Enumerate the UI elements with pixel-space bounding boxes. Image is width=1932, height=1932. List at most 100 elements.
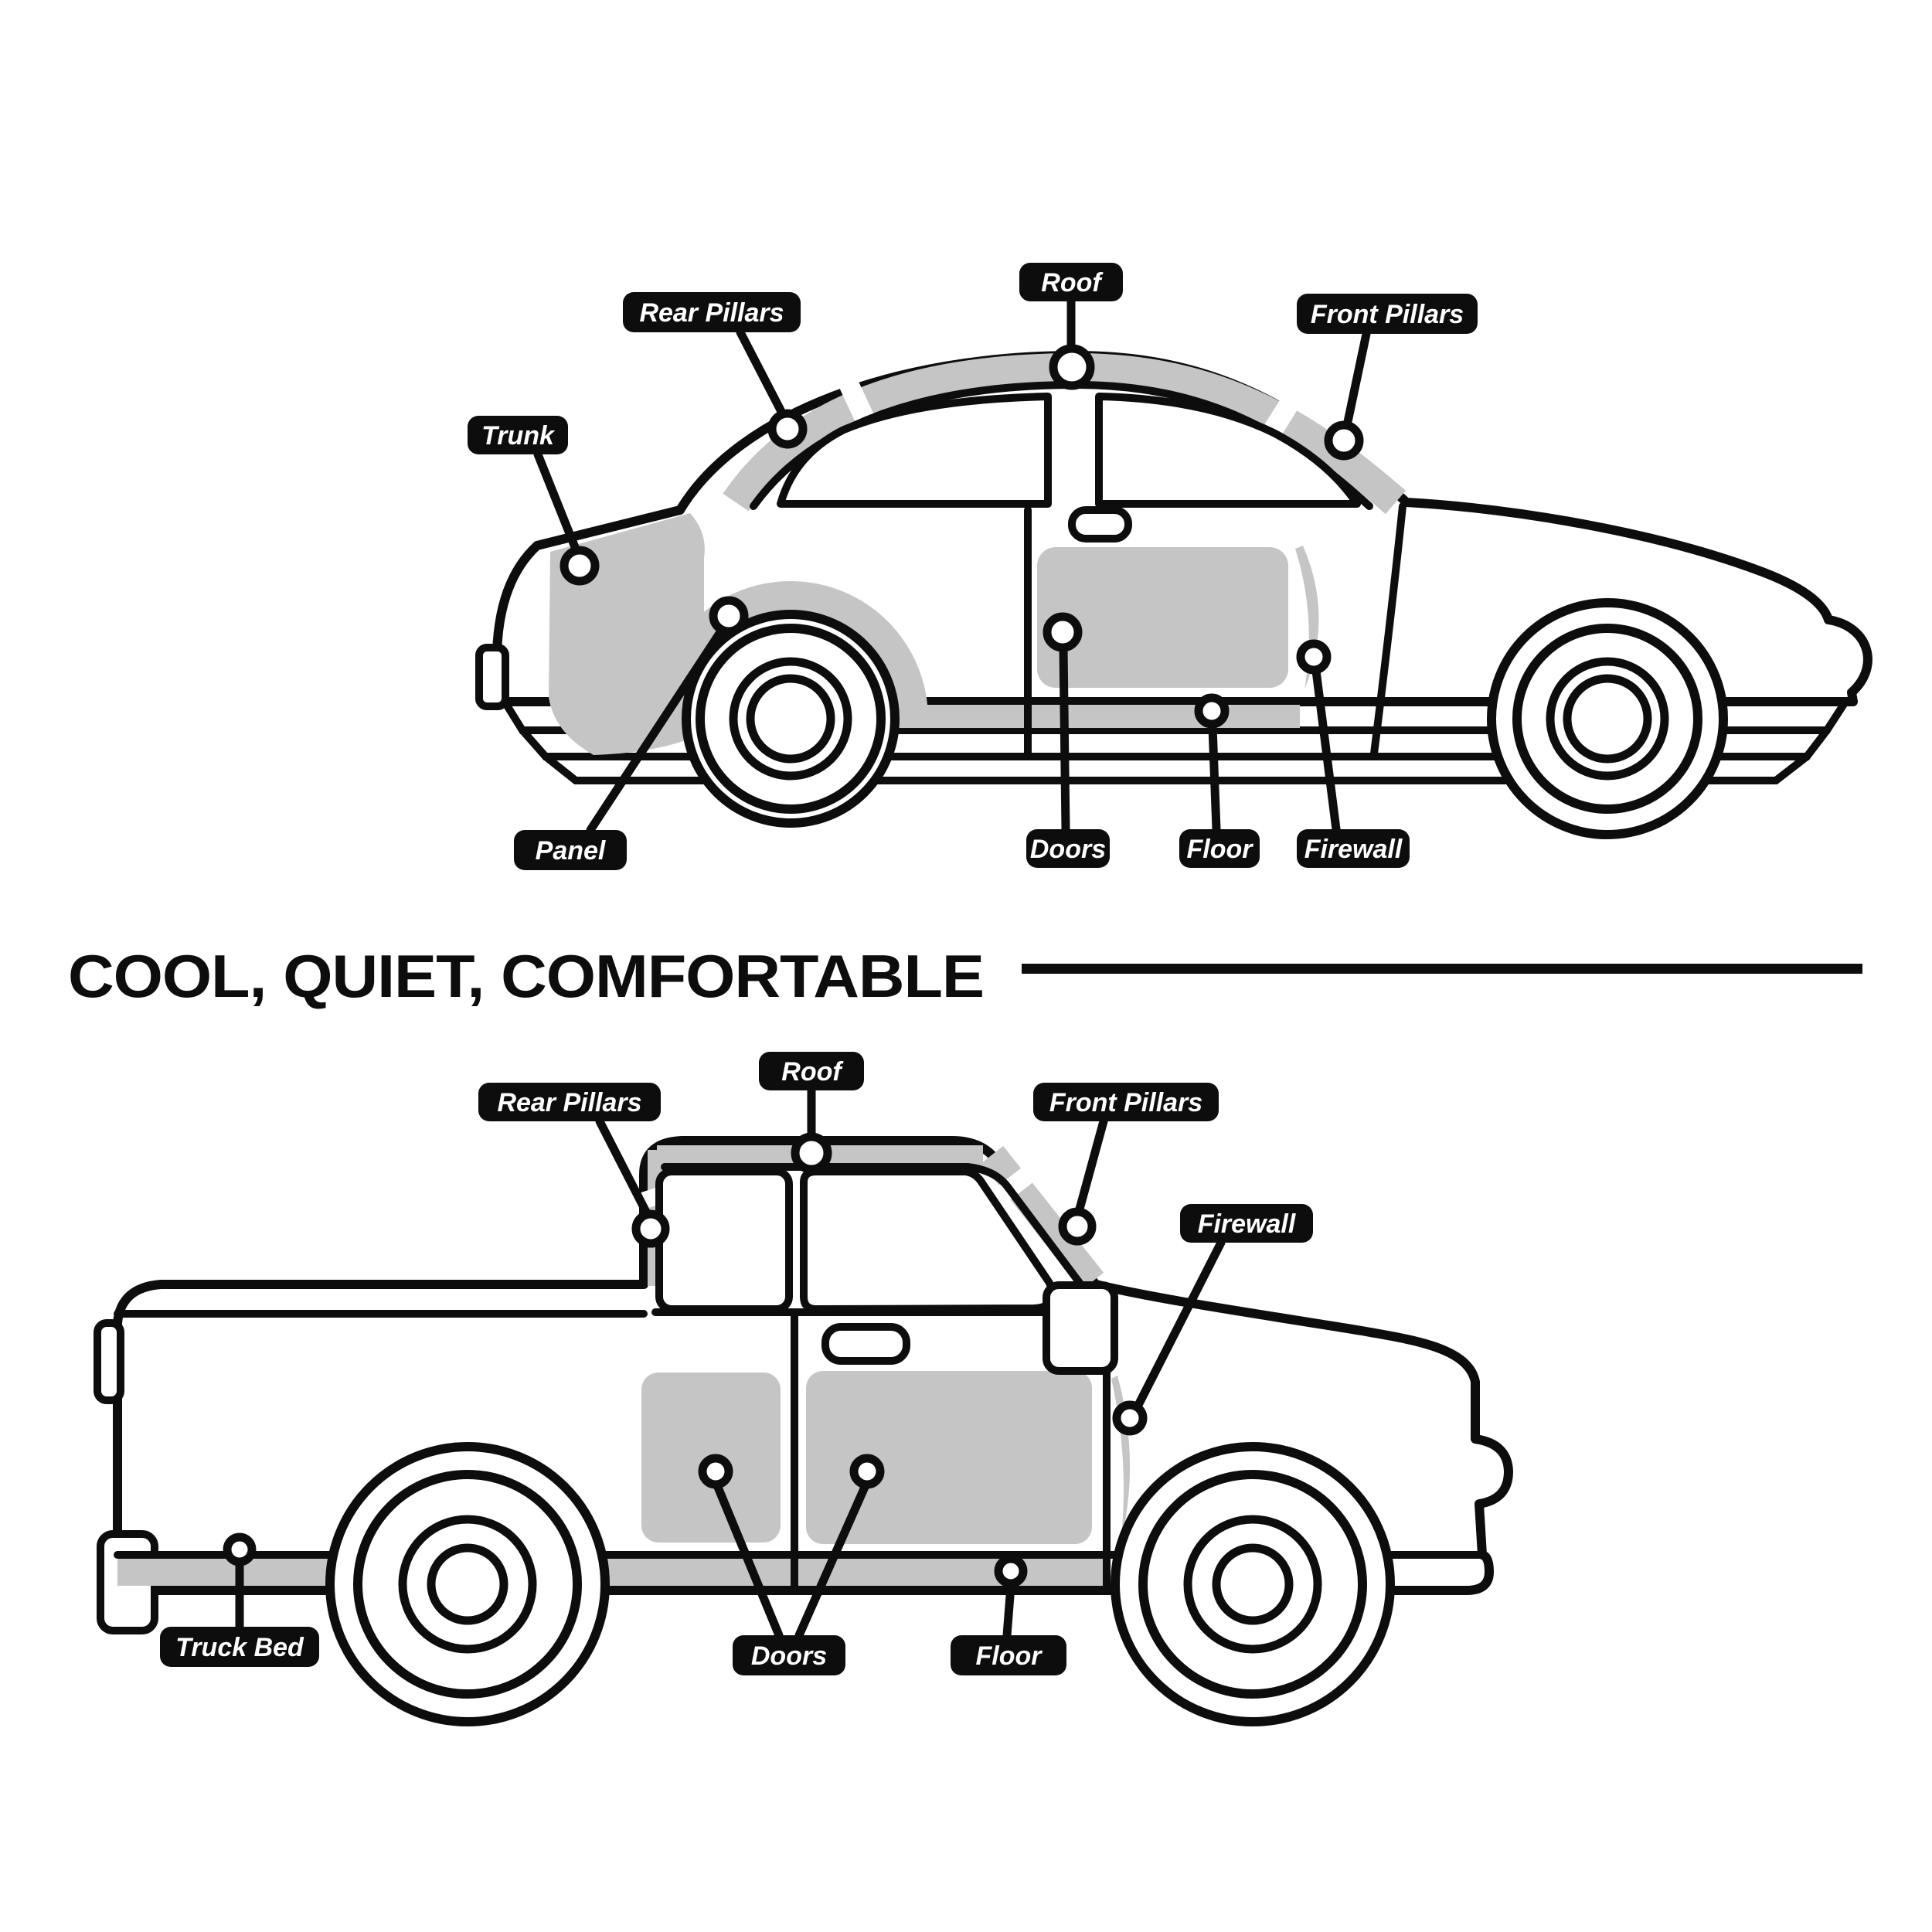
section-headline: COOL, QUIET, COMFORTABLE (68, 942, 984, 1010)
callout-line-firewall (1311, 666, 1341, 834)
truck-rear-window (655, 1168, 793, 1313)
callout-label-truck-bed: Truck Bed (175, 1633, 304, 1662)
callout-front-pillars: Front Pillars (1033, 1083, 1219, 1246)
callout-label-front-pillars: Front Pillars (1311, 300, 1464, 329)
callout-box-firewall (1297, 829, 1410, 868)
callout-floor: Floor (1179, 693, 1260, 868)
callout-label-doors: Doors (751, 1641, 827, 1671)
callout-line-trunk (533, 450, 583, 560)
truck-front-door-shading (806, 1371, 1092, 1544)
callout-box-floor (951, 1635, 1066, 1675)
truck-front-pillar-shading (981, 1145, 1104, 1291)
callout-box-doors (1026, 829, 1110, 868)
callout-label-trunk: Trunk (481, 421, 556, 451)
callout-firewall: Firewall (1296, 639, 1410, 868)
callout-point-rear-pillars (631, 1209, 670, 1248)
callout-line-floor (1208, 722, 1221, 834)
sedan-front-wheel (1487, 598, 1728, 839)
callout-box-firewall (1180, 1204, 1313, 1243)
callout-box-front-pillars (1297, 294, 1478, 334)
callout-floor: Floor (951, 1554, 1066, 1675)
callout-label-rear-pillars: Rear Pillars (639, 298, 784, 328)
callout-rear-pillars: Rear Pillars (623, 292, 808, 449)
callout-point-truck-bed (223, 1532, 257, 1566)
truck-door-handle (821, 1323, 910, 1365)
truck-front-wheel (1111, 1442, 1395, 1726)
sedan-door-handle (1068, 506, 1132, 543)
callout-point-floor (1194, 693, 1230, 729)
callout-line-firewall (1131, 1238, 1226, 1414)
callout-point-doors (849, 1454, 885, 1489)
callout-line-front-pillars (1341, 329, 1371, 437)
callout-box-panel (514, 830, 627, 870)
truck-bed-handle (94, 1319, 124, 1404)
callout-doors: Doors (1026, 612, 1110, 868)
callout-box-trunk (468, 416, 568, 454)
callout-firewall: Firewall (1112, 1204, 1313, 1436)
callout-label-firewall: Firewall (1198, 1209, 1297, 1239)
callout-rear-pillars: Rear Pillars (478, 1083, 670, 1248)
callout-box-rear-pillars (478, 1083, 661, 1121)
callout-box-roof (1019, 263, 1123, 301)
callout-label-doors: Doors (1030, 835, 1106, 864)
sedan-door-shading (1037, 547, 1288, 688)
callout-point-doors (698, 1454, 733, 1489)
callout-point-panel (709, 596, 749, 636)
callout-line-floor (1002, 1581, 1015, 1640)
callout-roof: Roof (1019, 263, 1123, 390)
callout-roof: Roof (759, 1052, 864, 1174)
callout-box-front-pillars (1033, 1083, 1219, 1121)
sedan-front-window (1095, 393, 1361, 508)
callout-front-pillars: Front Pillars (1297, 294, 1478, 461)
callout-point-rear-pillars (767, 409, 808, 449)
callout-label-roof: Roof (1041, 268, 1104, 298)
truck-roof-inner-line (661, 1163, 1086, 1290)
callout-box-doors (733, 1635, 845, 1675)
callout-point-trunk (560, 546, 600, 586)
truck-rocker-shading (117, 1555, 1108, 1586)
sedan-rear-wheel (682, 610, 900, 828)
callout-label-firewall: Firewall (1304, 835, 1403, 864)
callout-point-front-pillars (1324, 420, 1364, 461)
callout-label-panel: Panel (536, 836, 607, 866)
callout-label-floor: Floor (976, 1641, 1043, 1671)
callout-truck-bed: Truck Bed (160, 1532, 319, 1667)
sedan-rocker-shading (889, 705, 1300, 728)
sedan-rear-bumper (475, 644, 509, 710)
callout-point-roof (1049, 344, 1095, 390)
callout-line-front-pillars (1074, 1117, 1108, 1216)
callout-line-rear-pillars (736, 328, 792, 428)
callout-line-rear-pillars (595, 1117, 652, 1219)
truck-side-mirror (1043, 1281, 1118, 1375)
sedan-rear-window (777, 393, 1052, 508)
callout-line-doors (1059, 643, 1070, 834)
sedan-skirt-line (501, 698, 1849, 734)
sedan-door-front-edge (1370, 502, 1406, 757)
callout-label-front-pillars: Front Pillars (1049, 1088, 1202, 1117)
callout-label-rear-pillars: Rear Pillars (497, 1088, 641, 1117)
sedan-skirt-line (542, 753, 1811, 784)
callout-label-floor: Floor (1187, 835, 1254, 864)
callout-line-doors (713, 1481, 784, 1640)
callout-trunk: Trunk (468, 416, 600, 586)
callout-point-doors (1043, 612, 1083, 652)
callout-box-floor (1179, 829, 1260, 868)
callout-box-rear-pillars (623, 292, 801, 332)
callout-box-truck-bed (160, 1627, 319, 1667)
callout-point-floor (994, 1554, 1028, 1588)
callout-doors: Doors (698, 1454, 885, 1675)
callout-point-front-pillars (1058, 1207, 1097, 1246)
callout-line-panel (586, 623, 728, 835)
callout-point-firewall (1112, 1400, 1148, 1436)
headline-rule (1022, 964, 1862, 974)
callout-point-firewall (1296, 639, 1332, 675)
sedan-skirt-line (519, 726, 1831, 760)
truck-rear-wheel (325, 1442, 610, 1726)
callout-panel: Panel (514, 596, 749, 870)
callout-box-roof (759, 1052, 864, 1090)
callout-line-doors (794, 1481, 870, 1640)
callout-label-roof: Roof (781, 1057, 844, 1087)
